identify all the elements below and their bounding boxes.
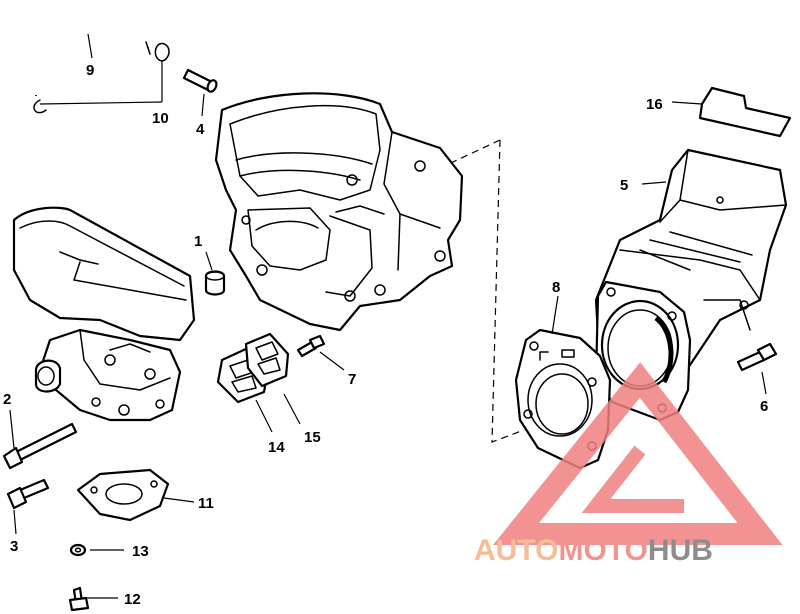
watermark-moto: MOTO bbox=[558, 534, 647, 567]
reed-plate-part-15 bbox=[244, 332, 290, 388]
watermark-text: AUTOMOTOHUB bbox=[474, 534, 713, 567]
bolt-part-3 bbox=[6, 478, 50, 510]
callout-10: 10 bbox=[152, 110, 169, 127]
screw-part-7 bbox=[296, 334, 326, 358]
callout-14: 14 bbox=[268, 439, 285, 456]
bolt-part-2 bbox=[2, 422, 78, 470]
callout-13: 13 bbox=[132, 543, 149, 560]
callout-7: 7 bbox=[348, 371, 356, 388]
callout-2: 2 bbox=[3, 391, 11, 408]
mounting-line bbox=[439, 139, 525, 443]
leader-lines bbox=[9, 33, 767, 599]
callout-3: 3 bbox=[10, 538, 18, 555]
bolt-part-6 bbox=[736, 342, 778, 372]
cover-plate-part-11 bbox=[76, 468, 170, 522]
callout-9: 9 bbox=[86, 62, 94, 79]
callout-16: 16 bbox=[646, 96, 663, 113]
callout-6: 6 bbox=[760, 398, 768, 415]
callout-1: 1 bbox=[194, 233, 202, 250]
callout-8: 8 bbox=[552, 279, 560, 296]
watermark-hub: HUB bbox=[648, 534, 713, 567]
washer-part-13 bbox=[69, 543, 87, 557]
bushing-part-1 bbox=[204, 270, 226, 296]
pin-part-4 bbox=[182, 68, 218, 93]
gasket-part-16 bbox=[698, 86, 792, 138]
hose-part-9 bbox=[30, 2, 151, 97]
callout-15: 15 bbox=[304, 429, 321, 446]
callout-12: 12 bbox=[124, 591, 141, 608]
callout-labels: 9 10 4 16 5 8 6 7 1 14 15 2 3 11 13 12 bbox=[3, 62, 768, 608]
crankcase-part bbox=[214, 92, 464, 332]
housing-part-5 bbox=[594, 148, 788, 422]
watermark-logo: AUTOMOTOHUB bbox=[474, 362, 783, 567]
crankcase-cover-part bbox=[12, 206, 196, 422]
callout-11: 11 bbox=[198, 495, 214, 512]
clip-part-10 bbox=[33, 42, 170, 114]
callout-4: 4 bbox=[196, 121, 205, 138]
callout-5: 5 bbox=[620, 177, 628, 194]
watermark-auto: AUTO bbox=[474, 534, 558, 567]
screw-part-12 bbox=[68, 586, 90, 612]
